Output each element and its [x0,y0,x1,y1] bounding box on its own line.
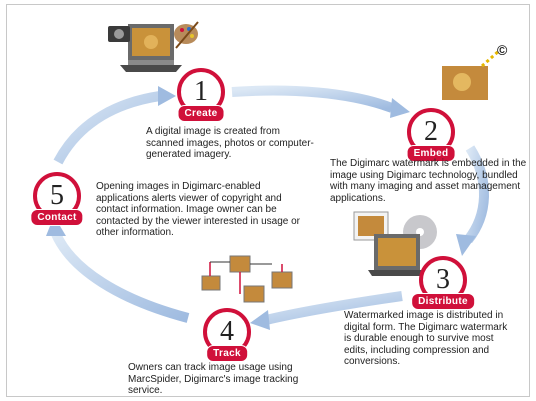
track-images-illustration [201,255,293,303]
create-laptop-illustration [108,21,199,72]
step-5-description: Opening images in Digimarc-enabled appli… [96,181,301,238]
arrow-contact-to-create-head [158,86,176,106]
step-3-description: Watermarked image is distributed in digi… [344,310,508,367]
step-5-contact: 5 Contact [26,172,88,234]
step-1-create: 1 Create [170,68,232,130]
arrow-embed-to-distribute-head [456,234,476,256]
distribute-computer-illustration [353,211,437,276]
step-label: Distribute [411,293,475,310]
step-label: Track [206,345,248,362]
arrow-embed-to-distribute [463,145,490,244]
arrow-track-to-contact [51,231,190,323]
step-3-distribute: 3 Distribute [411,256,475,318]
arrow-distribute-to-track [264,291,403,325]
step-4-track: 4 Track [196,308,258,370]
step-2-embed: 2 Embed [400,108,462,170]
embed-photo-illustration [442,48,501,100]
step-1-description: A digital image is created from scanned … [146,126,314,160]
arrow-contact-to-create [53,91,161,165]
diagram-frame [6,4,530,397]
arrow-track-to-contact-head [46,216,66,236]
arrow-distribute-to-track-head [250,310,270,330]
step-4-description: Owners can track image usage using MarcS… [128,362,299,396]
step-label: Contact [30,209,84,226]
step-label: Create [177,105,225,122]
arrow-create-to-embed-head [390,98,410,118]
copyright-icon: © [497,42,508,58]
step-2-description: The Digimarc watermark is embedded in th… [330,158,527,204]
arrow-create-to-embed [231,85,394,113]
step-label: Embed [406,145,456,162]
